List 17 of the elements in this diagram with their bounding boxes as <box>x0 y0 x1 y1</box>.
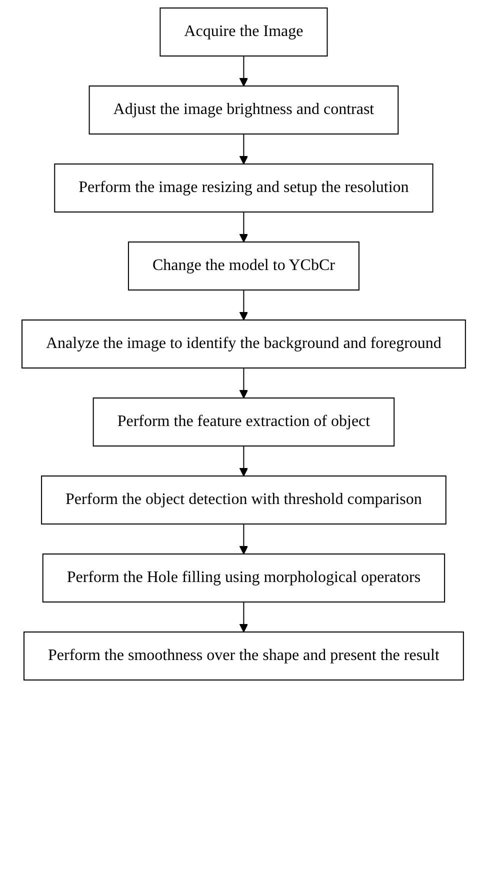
node-box: Perform the feature extraction of object <box>92 398 394 446</box>
node-box: Adjust the image brightness and contrast <box>88 86 398 134</box>
arrow <box>239 56 248 86</box>
arrow <box>239 212 248 242</box>
node-box: Acquire the Image <box>159 8 328 56</box>
node-box: Analyze the image to identify the background and foreground <box>21 320 466 368</box>
arrow <box>239 602 248 632</box>
arrow <box>239 290 248 320</box>
arrow <box>239 524 248 554</box>
node-box: Perform the Hole filling using morphological operators <box>42 554 445 602</box>
arrow <box>239 446 248 476</box>
node-box: Perform the smoothness over the shape and present the result <box>23 632 464 680</box>
node-box: Perform the object detection with threshold comparison <box>40 476 446 524</box>
arrow <box>239 134 248 164</box>
arrow <box>239 368 248 398</box>
node-box: Perform the image resizing and setup the resolution <box>54 164 434 212</box>
node-box: Change the model to YCbCr <box>128 242 360 290</box>
